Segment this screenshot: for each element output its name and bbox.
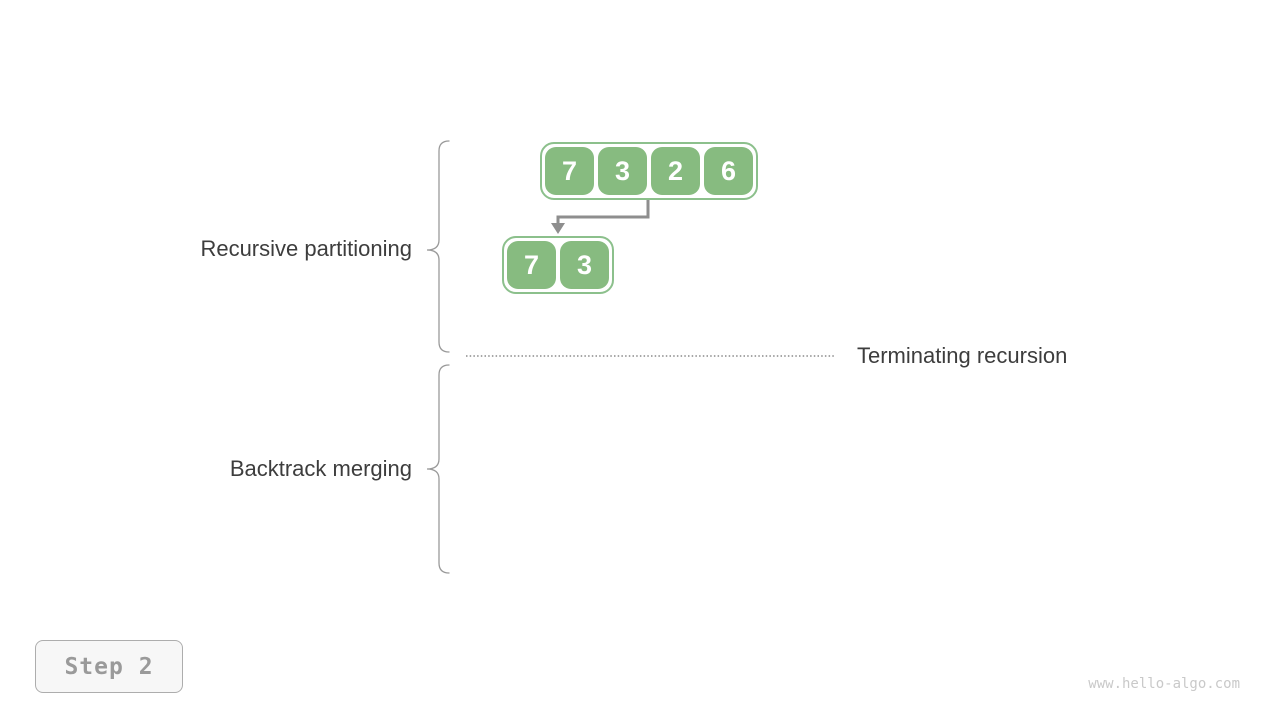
array-cell: 7 xyxy=(507,241,556,289)
brace-recursive-partitioning xyxy=(426,140,450,353)
array-cell: 7 xyxy=(545,147,594,195)
array-cell: 3 xyxy=(560,241,609,289)
partition-arrow-head xyxy=(551,223,565,234)
array-cell: 6 xyxy=(704,147,753,195)
label-recursive-partitioning: Recursive partitioning xyxy=(200,236,412,261)
partition-arrow xyxy=(551,199,650,234)
partition-arrow-line xyxy=(556,199,650,226)
step-badge: Step 2 xyxy=(35,640,183,693)
watermark-text: www.hello-algo.com xyxy=(1088,676,1240,692)
array-cell: 2 xyxy=(651,147,700,195)
label-backtrack-merging: Backtrack merging xyxy=(229,456,412,481)
array-cell: 3 xyxy=(598,147,647,195)
label-terminating-recursion: Terminating recursion xyxy=(857,343,1068,368)
brace-backtrack-merging xyxy=(426,364,450,574)
